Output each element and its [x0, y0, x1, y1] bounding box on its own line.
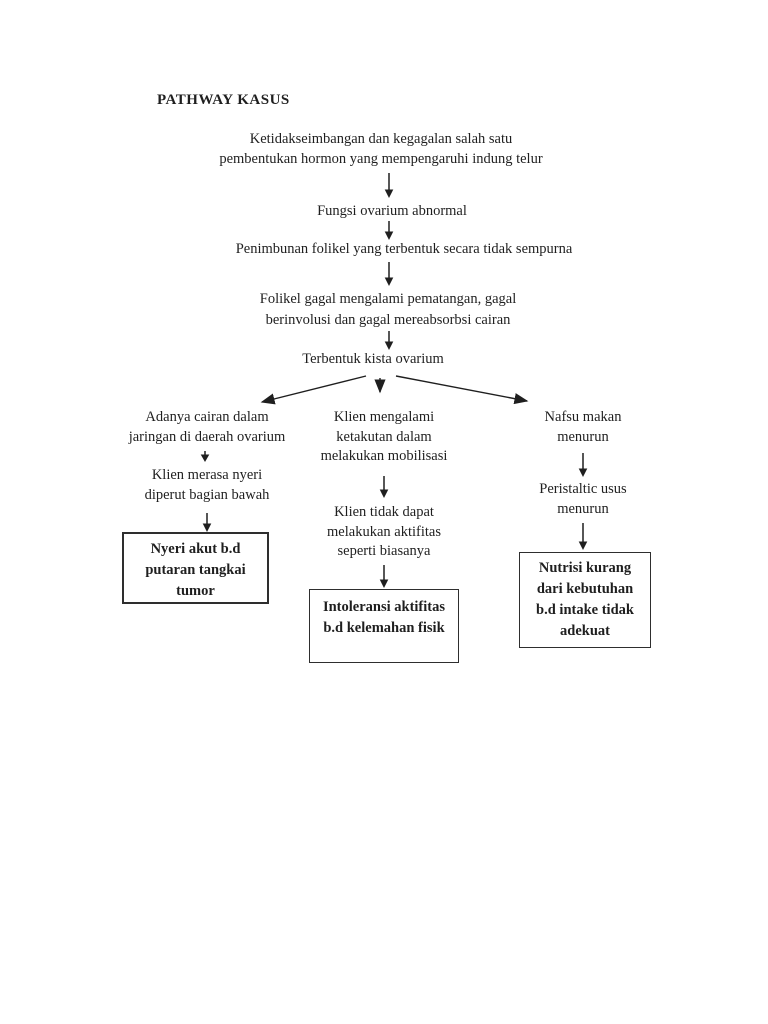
- arrow-down-icon: [379, 565, 389, 588]
- diagnosis-box-activity-intolerance: Intoleransi aktifitas b.d kelemahan fisi…: [309, 589, 459, 663]
- branch-arrows-icon: [260, 375, 529, 405]
- page-title: PATHWAY KASUS: [157, 92, 290, 108]
- branch-left-step-pain: Klien merasa nyeri diperut bagian bawah: [144, 467, 270, 503]
- arrow-down-icon: [384, 173, 394, 198]
- branch-right-step-peristaltic: Peristaltic usus menurun: [539, 481, 627, 517]
- arrow-down-icon: [202, 513, 212, 532]
- branch-left-step-fluid: Adanya cairan dalam jaringan di daerah o…: [128, 409, 286, 445]
- branch-right-step-appetite: Nafsu makan menurun: [544, 409, 622, 445]
- branch-middle-step-activity: Klien tidak dapat melakukan aktifitas se…: [327, 504, 441, 559]
- arrow-down-icon: [379, 476, 389, 498]
- flow-node-follicle-failure: Folikel gagal mengalami pematangan, gaga…: [259, 291, 517, 328]
- diagnosis-box-acute-pain: Nyeri akut b.d putaran tangkai tumor: [122, 532, 269, 604]
- flow-node-ovarian-function: Fungsi ovarium abnormal: [317, 203, 467, 219]
- arrow-down-icon: [578, 453, 588, 477]
- flow-node-ovarian-cyst: Terbentuk kista ovarium: [302, 351, 444, 367]
- diagnosis-box-nutrition: Nutrisi kurang dari kebutuhan b.d intake…: [519, 552, 651, 648]
- branch-middle-step-fear: Klien mengalami ketakutan dalam melakuka…: [320, 409, 448, 464]
- arrow-down-icon: [384, 221, 394, 240]
- flow-node-hormone-imbalance: Ketidakseimbangan dan kegagalan salah sa…: [219, 131, 543, 167]
- arrow-down-icon: [200, 451, 210, 462]
- arrow-down-icon: [384, 262, 394, 286]
- arrow-down-icon: [578, 523, 588, 550]
- arrow-down-icon: [384, 331, 394, 350]
- flow-node-follicle-accumulation: Penimbunan folikel yang terbentuk secara…: [235, 241, 573, 257]
